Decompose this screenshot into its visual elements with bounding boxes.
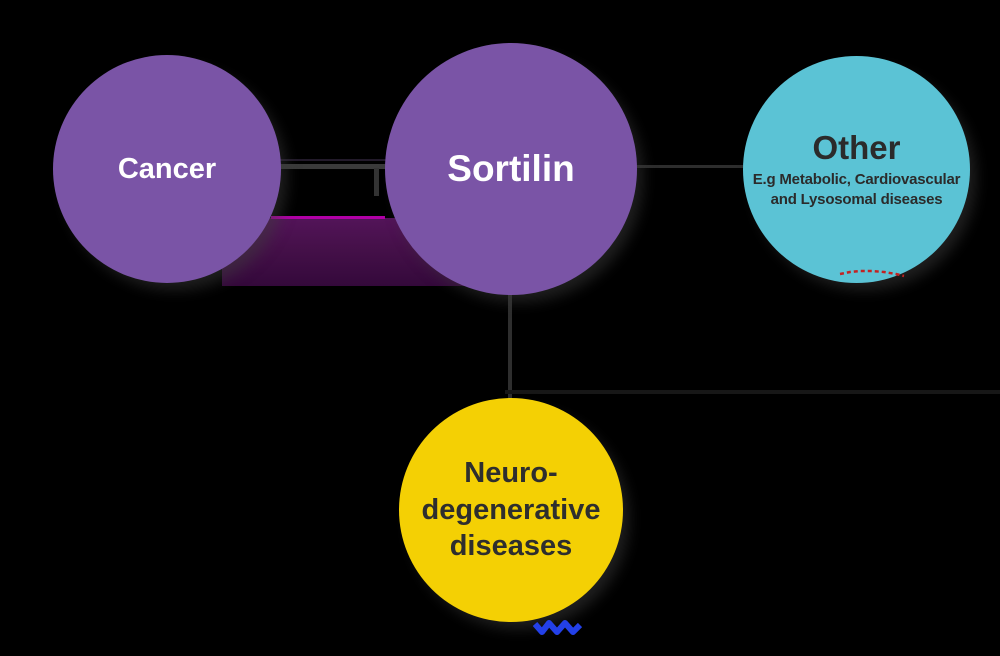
magenta-artifact-line	[271, 216, 385, 219]
connector-elbow-stub	[374, 168, 379, 196]
node-cancer-label: Cancer	[117, 152, 217, 185]
node-sortilin-label: Sortilin	[447, 148, 575, 189]
connector-sortilin-other	[635, 165, 747, 168]
node-other-subtitle-line2: and Lysosomal diseases	[770, 190, 943, 208]
faint-right-line	[505, 390, 1000, 394]
node-neuro-line2: degenerative	[421, 493, 601, 526]
connector-cancer-sortilin	[280, 164, 388, 169]
red-underline-artifact	[839, 269, 905, 278]
node-cancer: Cancer	[53, 55, 281, 283]
node-other-subtitle-line1: E.g Metabolic, Cardiovascular	[752, 171, 961, 188]
connector-sortilin-neuro	[508, 294, 512, 398]
blue-squiggle-artifact	[532, 620, 583, 635]
node-neuro-line1: Neuro-	[464, 457, 558, 490]
connector-cancer-sortilin-shadow	[280, 159, 386, 161]
node-neuro-line3: diseases	[449, 530, 573, 563]
node-neurodegenerative: Neuro- degenerative diseases	[399, 398, 623, 622]
node-other: Other E.g Metabolic, Cardiovascular and …	[743, 56, 970, 283]
node-other-label: Other	[812, 129, 901, 166]
node-sortilin: Sortilin	[385, 43, 637, 295]
